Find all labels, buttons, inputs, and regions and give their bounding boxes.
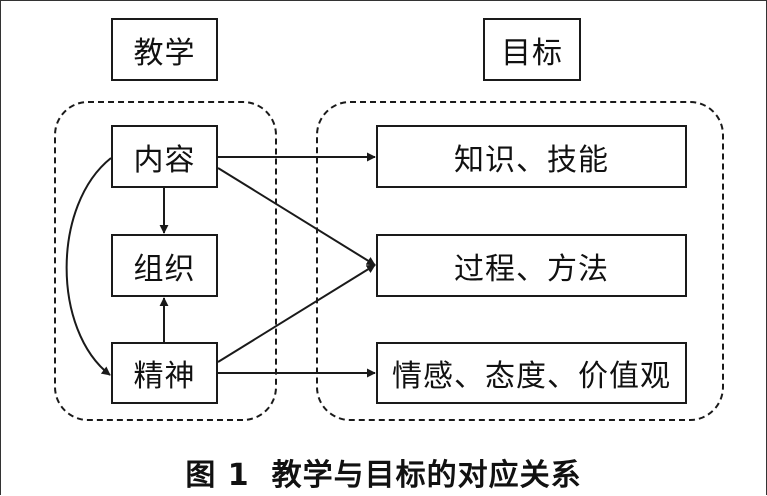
spirit-box: 精神 — [111, 342, 218, 404]
teaching-header: 教学 — [111, 18, 218, 81]
organization-box: 组织 — [111, 234, 218, 297]
process-methods-box: 过程、方法 — [376, 234, 687, 297]
goals-header: 目标 — [483, 18, 581, 81]
figure-caption: 图 1 教学与目标的对应关系 — [0, 450, 767, 494]
emotion-attitude-values-box: 情感、态度、价值观 — [376, 342, 687, 404]
arrow-content-to-spirit — [65, 157, 112, 376]
arrow-content-to-process — [217, 167, 376, 266]
content-box: 内容 — [111, 125, 218, 188]
arrow-spirit-to-process — [217, 264, 376, 363]
knowledge-skills-box: 知识、技能 — [376, 125, 687, 188]
goals-group — [316, 101, 724, 421]
teaching-group — [54, 101, 277, 421]
figure-number: 图 1 — [185, 458, 250, 493]
figure-title: 教学与目标的对应关系 — [271, 458, 582, 493]
